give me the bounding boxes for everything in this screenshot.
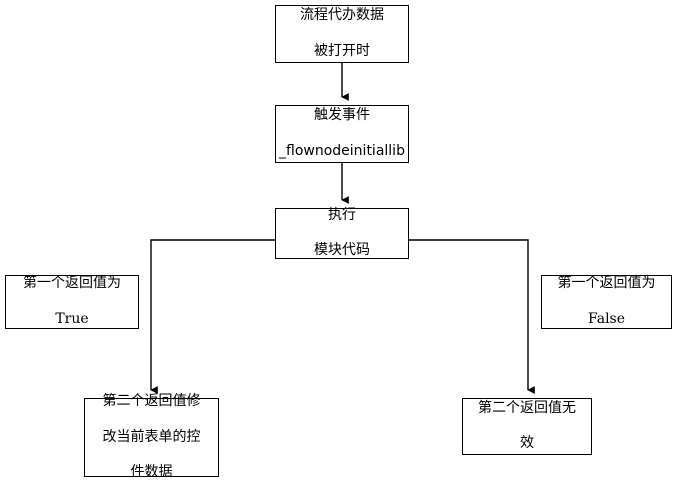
node-first-return-true[interactable]: 第一个返回值为 True — [5, 275, 139, 329]
node-second-return-invalid[interactable]: 第二个返回值无 效 — [462, 398, 592, 455]
node-execute-module-code[interactable]: 执行 模块代码 — [275, 206, 409, 259]
node-true-line1: 第一个返回值为 — [23, 275, 121, 292]
node-modify-line3: 件数据 — [130, 464, 173, 481]
node-modify-line1: 第二个返回值修 — [102, 392, 201, 409]
node-invalid-line2: 效 — [520, 435, 534, 452]
node-modify-line2: 改当前表单的控 — [102, 428, 201, 445]
node-invalid-line1: 第二个返回值无 — [478, 399, 576, 416]
node-trigger-line2: _flownodeinitiallib — [279, 142, 405, 159]
node-second-return-modifies-form[interactable]: 第二个返回值修 改当前表单的控 件数据 — [84, 393, 219, 480]
node-start-line2: 被打开时 — [314, 42, 370, 59]
node-true-line2: True — [55, 310, 89, 327]
node-exec-line2: 模块代码 — [314, 242, 370, 259]
node-false-line1: 第一个返回值为 — [557, 275, 656, 292]
node-first-return-false[interactable]: 第一个返回值为 False — [541, 275, 672, 329]
node-start-line1: 流程代办数据 — [300, 7, 384, 24]
node-false-line2: False — [587, 310, 626, 327]
node-trigger-line1: 触发事件 — [313, 107, 370, 124]
node-exec-line1: 执行 — [328, 206, 356, 223]
node-start[interactable]: 流程代办数据 被打开时 — [275, 5, 409, 63]
edge-exec-to-invalid — [409, 239, 535, 394]
edge-exec-to-modify — [150, 239, 275, 394]
node-trigger-event[interactable]: 触发事件 _flownodeinitiallib — [275, 105, 409, 163]
